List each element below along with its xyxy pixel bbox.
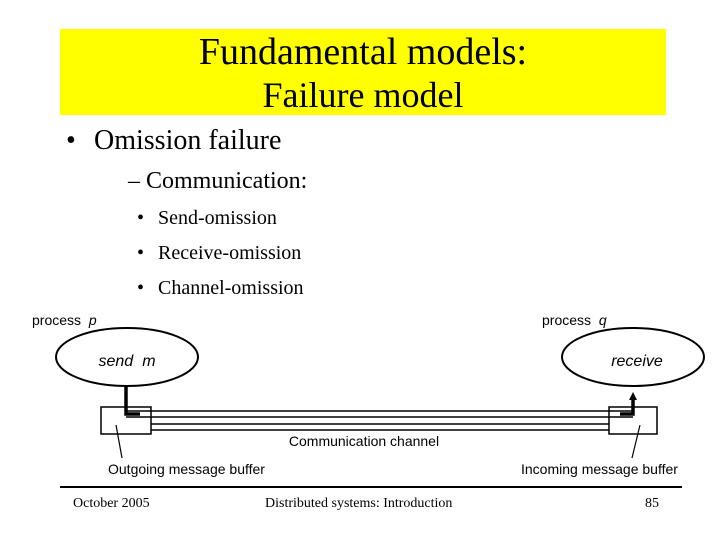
receive-label: receive: [611, 353, 663, 370]
incoming-leader-line: [631, 424, 641, 459]
process-q-ellipse: [561, 327, 705, 387]
process-p-label: process p: [32, 312, 97, 328]
receive-arrow: [620, 392, 637, 416]
title-banner: Fundamental models: Failure model: [60, 29, 666, 115]
send-path: [124, 386, 140, 416]
bullet-text: Omission failure: [94, 125, 282, 156]
footer-title: Distributed systems: Introduction: [265, 496, 453, 511]
bullet-marker: •: [137, 277, 145, 299]
process-q-label: process q: [542, 312, 607, 328]
communication-channel: [126, 410, 633, 431]
bullet-marker: •: [137, 207, 145, 229]
outgoing-buffer-label: Outgoing message buffer: [108, 461, 265, 477]
bullet-text: Send-omission: [158, 207, 277, 229]
page-number: 85: [645, 496, 659, 511]
footer-date: October 2005: [73, 496, 150, 511]
channel-label: Communication channel: [289, 433, 439, 449]
bullet-marker: •: [137, 242, 145, 264]
slide-title: Fundamental models:: [198, 31, 528, 73]
bullet-level2: – Communication:: [128, 168, 308, 194]
slide-subtitle: Failure model: [262, 75, 464, 115]
bullet-marker: •: [66, 125, 76, 156]
outgoing-leader-line: [115, 424, 123, 459]
footer-rule: [60, 486, 682, 488]
incoming-buffer-label: Incoming message buffer: [521, 461, 678, 477]
bullet-text: Receive-omission: [158, 242, 302, 264]
bullet-text: Channel-omission: [158, 277, 304, 299]
